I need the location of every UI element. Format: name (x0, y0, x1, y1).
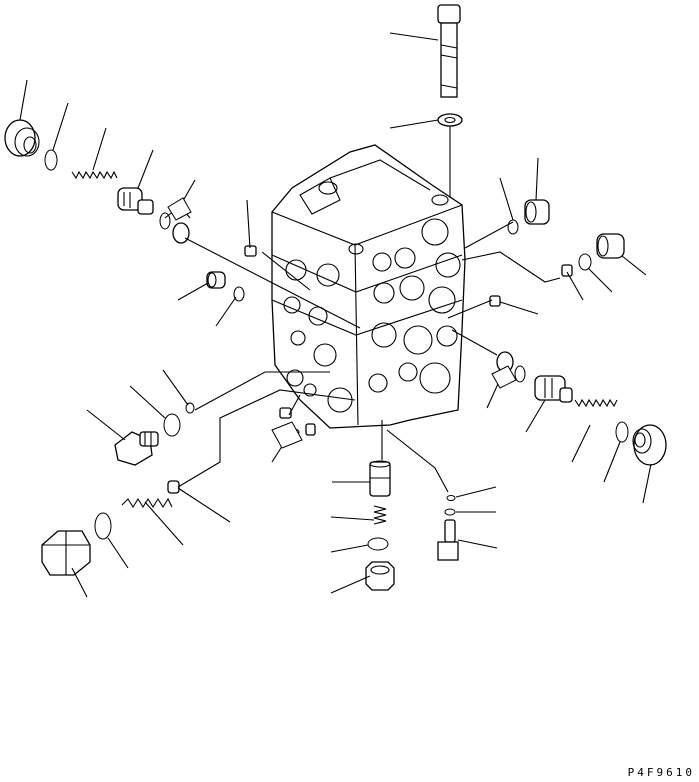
backup-ring-upper-left (172, 222, 190, 244)
spring-bottom (373, 505, 387, 525)
check-valve-spool (369, 460, 391, 497)
o-ring-right-lower-2 (615, 421, 629, 443)
o-ring-lower-left (185, 402, 195, 414)
o-ring-lower-left-2 (163, 413, 181, 437)
fitting-bottom-right (437, 519, 459, 561)
small-plug-under-2 (305, 423, 316, 436)
plug-lower-left (114, 431, 159, 466)
plug-left-mid (206, 271, 226, 289)
spring-lower-left (121, 497, 173, 509)
small-plug-lower (167, 480, 180, 494)
plug-bottom (365, 561, 395, 591)
poppet-right (534, 375, 573, 403)
drawing-code: P4F9610 (627, 766, 695, 779)
spring-right (574, 398, 618, 408)
top-bolt (437, 4, 461, 98)
assembly-lines (177, 126, 561, 493)
o-ring-upper-left-2 (159, 212, 171, 230)
o-ring-left-mid (233, 286, 245, 302)
leader-lines (19, 32, 652, 598)
washer-bottom-right (444, 508, 456, 516)
o-ring-upper-left (44, 149, 58, 171)
small-plug-right-mid (489, 295, 501, 307)
o-ring-right (578, 253, 592, 271)
small-plug-top (244, 245, 257, 257)
plug-right-upper (524, 199, 550, 225)
large-plug-lower-left (41, 530, 91, 576)
o-ring-bottom (367, 537, 389, 551)
spring-upper-left (71, 170, 118, 180)
small-plug-under-1 (279, 407, 292, 419)
leader-tags (167, 197, 517, 449)
o-ring-bottom-right (446, 495, 456, 501)
washer (437, 113, 463, 127)
control-valve-body (271, 144, 466, 429)
washer-hole (444, 116, 456, 124)
plug-right (596, 233, 625, 259)
o-ring-lower-left-3 (94, 512, 112, 540)
o-ring-right-lower (514, 365, 526, 383)
small-plug-right (561, 264, 573, 277)
plug-right-lower (632, 424, 667, 466)
plug-upper-left (4, 119, 40, 157)
poppet-upper-left (117, 187, 154, 215)
